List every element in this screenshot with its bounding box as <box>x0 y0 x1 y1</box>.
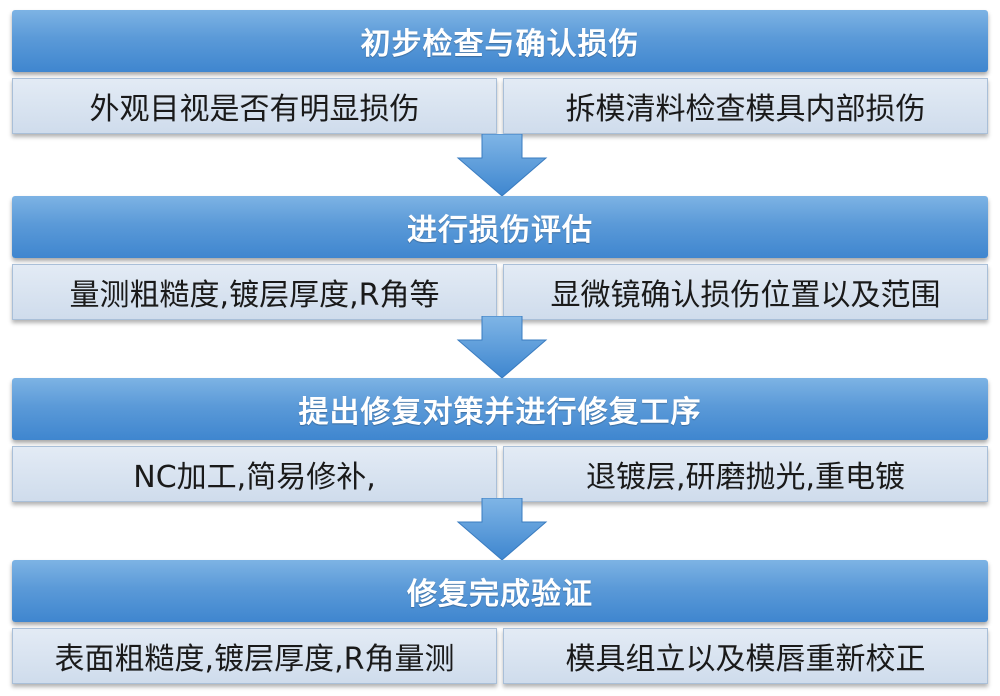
step-2-details: 量测粗糙度,镀层厚度,R角等 显微镜确认损伤位置以及范围 <box>12 264 988 320</box>
step-1-details: 外观目视是否有明显损伤 拆模清料检查模具内部损伤 <box>12 78 988 134</box>
step-4-left-detail: 表面粗糙度,镀层厚度,R角量测 <box>12 628 497 684</box>
step-3-title: 提出修复对策并进行修复工序 <box>12 378 988 440</box>
step-1-left-detail: 外观目视是否有明显损伤 <box>12 78 497 134</box>
step-block-3: 提出修复对策并进行修复工序 NC加工,简易修补, 退镀层,研磨抛光,重电镀 <box>12 378 988 502</box>
down-arrow-icon <box>456 316 548 379</box>
step-block-1: 初步检查与确认损伤 外观目视是否有明显损伤 拆模清料检查模具内部损伤 <box>12 10 988 134</box>
step-3-left-detail: NC加工,简易修补, <box>12 446 497 502</box>
step-2-title: 进行损伤评估 <box>12 196 988 258</box>
step-4-right-detail: 模具组立以及模唇重新校正 <box>503 628 988 684</box>
step-1-title: 初步检查与确认损伤 <box>12 10 988 72</box>
step-4-details: 表面粗糙度,镀层厚度,R角量测 模具组立以及模唇重新校正 <box>12 628 988 684</box>
step-3-right-detail: 退镀层,研磨抛光,重电镀 <box>503 446 988 502</box>
down-arrow-icon <box>456 134 548 197</box>
down-arrow-icon <box>456 498 548 561</box>
step-3-details: NC加工,简易修补, 退镀层,研磨抛光,重电镀 <box>12 446 988 502</box>
step-2-right-detail: 显微镜确认损伤位置以及范围 <box>503 264 988 320</box>
step-2-left-detail: 量测粗糙度,镀层厚度,R角等 <box>12 264 497 320</box>
step-4-title: 修复完成验证 <box>12 560 988 622</box>
step-block-4: 修复完成验证 表面粗糙度,镀层厚度,R角量测 模具组立以及模唇重新校正 <box>12 560 988 684</box>
step-block-2: 进行损伤评估 量测粗糙度,镀层厚度,R角等 显微镜确认损伤位置以及范围 <box>12 196 988 320</box>
step-1-right-detail: 拆模清料检查模具内部损伤 <box>503 78 988 134</box>
